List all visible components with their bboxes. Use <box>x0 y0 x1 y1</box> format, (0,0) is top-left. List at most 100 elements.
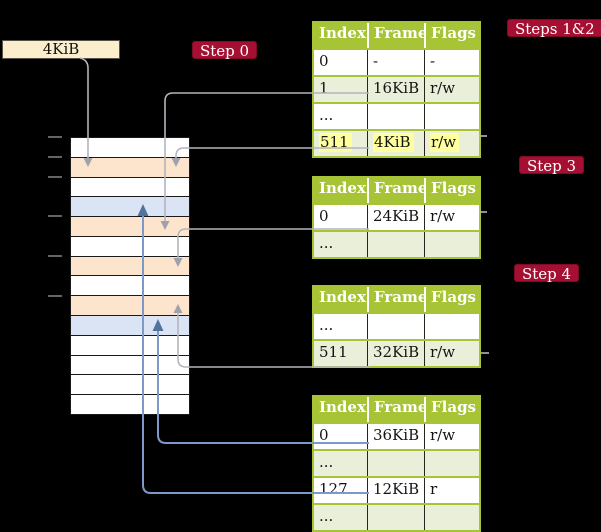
table-row: 0 24KiB r/w <box>314 203 479 230</box>
cell-text: 36KiB <box>373 426 420 444</box>
table-row: ... <box>314 503 479 530</box>
table-cell: 4KiB <box>367 131 424 156</box>
cell-text: r <box>430 480 438 498</box>
column-header: Frame <box>367 287 424 312</box>
column-header: Index <box>319 398 366 416</box>
table-cell <box>424 505 479 530</box>
cell-text: 12KiB <box>373 480 420 498</box>
column-header: Flags <box>424 178 479 203</box>
table-cell: 0 <box>314 424 367 449</box>
highlighted-cell-text: 4KiB <box>373 133 414 152</box>
table-cell: ... <box>314 451 367 476</box>
table-cell: r/w <box>424 77 479 102</box>
table-cell: r/w <box>424 131 479 156</box>
memory-row-3 <box>71 177 189 198</box>
memory-row-14 <box>71 395 189 414</box>
table-cell: r/w <box>424 341 479 366</box>
table-cell <box>424 451 479 476</box>
table-row: 127 12KiB r <box>314 476 479 503</box>
column-header: Frame <box>367 23 424 48</box>
memory-column <box>70 137 190 415</box>
table-cell: - <box>367 50 424 75</box>
table-row: ... <box>314 230 479 257</box>
table-cell: ... <box>314 232 367 257</box>
column-header: Flags <box>424 287 479 312</box>
table-row: ... <box>314 312 479 339</box>
memory-row-10 <box>71 316 189 336</box>
table-cell: ... <box>314 104 367 129</box>
table-cell: 24KiB <box>367 205 424 230</box>
memory-row-12 <box>71 355 189 376</box>
highlighted-cell-text: 511 <box>319 133 352 152</box>
table-cell: ... <box>314 505 367 530</box>
table-cell <box>367 451 424 476</box>
table-cell: 0 <box>314 205 367 230</box>
memory-row-4 <box>71 197 189 218</box>
table-cell <box>367 314 424 339</box>
cell-text: - <box>373 52 379 70</box>
cell-text: 24KiB <box>373 207 420 225</box>
column-header: Index <box>319 179 366 197</box>
cell-text: - <box>430 52 436 70</box>
table-cell: r/w <box>424 424 479 449</box>
table-cell <box>424 314 479 339</box>
badge-step-4: Step 4 <box>514 264 580 282</box>
cell-text: 127 <box>319 480 348 498</box>
cell-text: 0 <box>319 52 329 70</box>
table-cell <box>367 104 424 129</box>
memory-row-8 <box>71 276 189 297</box>
table-cell: 32KiB <box>367 341 424 366</box>
memory-row-13 <box>71 375 189 396</box>
column-header: Index <box>319 288 366 306</box>
table-cell: 12KiB <box>367 478 424 503</box>
table-cell: 1 <box>314 77 367 102</box>
memory-row-9 <box>71 296 189 317</box>
column-header: Flags <box>424 23 479 48</box>
table-cell: - <box>424 50 479 75</box>
badge-steps-1-2: Steps 1&2 <box>507 19 601 37</box>
table-cell: 16KiB <box>367 77 424 102</box>
column-header: Frame <box>367 397 424 422</box>
table-cell <box>424 232 479 257</box>
table-cell: r <box>424 478 479 503</box>
table-cell: 36KiB <box>367 424 424 449</box>
table-cell: 511 <box>314 341 367 366</box>
cell-text: 1 <box>319 79 329 97</box>
cell-text: r/w <box>430 343 456 361</box>
cell-text: 0 <box>319 207 329 225</box>
column-header: Flags <box>424 397 479 422</box>
table-cell: 127 <box>314 478 367 503</box>
table-row: 511 4KiB r/w <box>314 129 479 156</box>
table-cell <box>367 505 424 530</box>
cell-text: ... <box>319 316 334 334</box>
memory-row-7 <box>71 256 189 277</box>
table-cell <box>424 104 479 129</box>
cell-text: 511 <box>319 343 348 361</box>
cell-text: ... <box>319 453 334 471</box>
table-row: ... <box>314 102 479 129</box>
memory-row-2 <box>71 157 189 178</box>
table-cell: r/w <box>424 205 479 230</box>
table-row: 0 - - <box>314 48 479 75</box>
memory-row-6 <box>71 236 189 257</box>
cell-text: ... <box>319 106 334 124</box>
cell-text: r/w <box>430 207 456 225</box>
table-cell: 0 <box>314 50 367 75</box>
cell-text: 0 <box>319 426 329 444</box>
cell-text: ... <box>319 507 334 525</box>
table-row: ... <box>314 449 479 476</box>
memory-row-1 <box>71 138 189 158</box>
column-header: Frame <box>367 178 424 203</box>
badge-step-3: Step 3 <box>519 156 585 174</box>
